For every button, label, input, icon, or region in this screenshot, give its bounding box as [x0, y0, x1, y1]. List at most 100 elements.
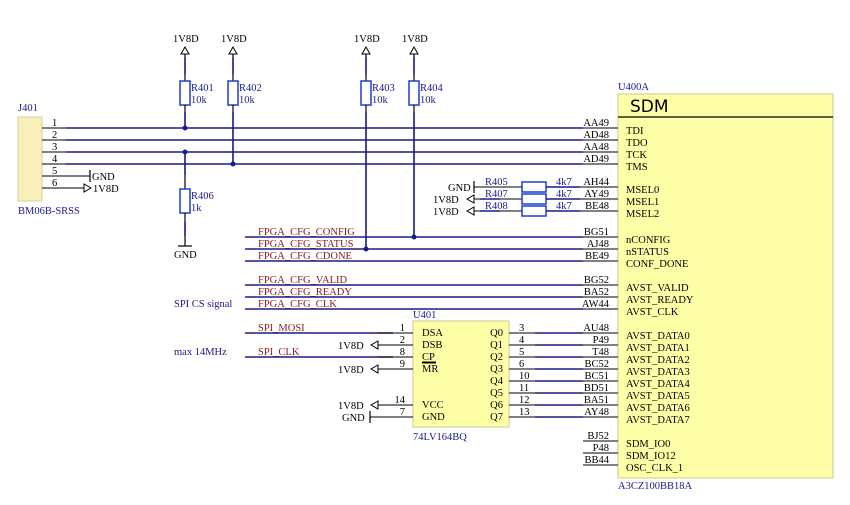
net-label-1v8d: 1V8D: [93, 184, 119, 195]
net-label: SPI_MOSI: [258, 323, 305, 334]
resistor-ref: R407: [485, 189, 508, 200]
pin-number: 4: [519, 335, 525, 346]
pin-name: MSEL2: [626, 209, 659, 220]
pin-ball: AY49: [584, 189, 609, 200]
pin-name: MSEL1: [626, 197, 659, 208]
pin-number: 2: [52, 130, 57, 141]
resistor-r406[interactable]: R406 1k GND: [174, 149, 214, 262]
pin-ball: AW44: [582, 299, 610, 310]
net-label-gnd: GND: [342, 413, 365, 424]
pin-name: CP: [422, 352, 435, 363]
pin-number: 10: [519, 371, 530, 382]
pin-number: 13: [519, 407, 530, 418]
jtag-wires: [66, 127, 583, 165]
power-1v8d: 1V8D: [338, 340, 379, 352]
pin-name: Q5: [490, 388, 503, 399]
net-label: FPGA_CFG_CDONE: [258, 251, 352, 262]
power-arrow-icon: [465, 206, 475, 216]
pin-ball: T48: [592, 347, 609, 358]
net-label: FPGA_CFG_CONFIG: [258, 227, 355, 238]
net-label: FPGA_CFG_READY: [258, 287, 352, 298]
u401-pin-q3[interactable]: 6Q3: [490, 359, 583, 375]
pin-number: 8: [400, 347, 405, 358]
pin-name: AVST_READY: [626, 295, 694, 306]
junction-dot: [182, 149, 188, 155]
connector-j401[interactable]: J401 BM06B-SRSS 1 2 3 4 5 6 GND 1V8D: [17, 103, 119, 217]
resistor-value: 10k: [372, 95, 389, 106]
pin-name: SDM_IO12: [626, 451, 676, 462]
pin-name: DSA: [422, 328, 443, 339]
power-arrow-icon: [369, 340, 379, 350]
resistor-ref: R405: [485, 177, 508, 188]
resistor-ref: R401: [191, 83, 214, 94]
pin-number: 3: [519, 323, 524, 334]
pin-name: Q0: [490, 328, 503, 339]
u401-pin-cp[interactable]: 8 CP: [378, 347, 436, 363]
pin-name: TMS: [626, 162, 648, 173]
annotation-spi-cs: SPI CS signal: [174, 299, 232, 310]
resistor-ref: R408: [485, 201, 508, 212]
pin-name: AVST_DATA2: [626, 355, 690, 366]
net-label-gnd: GND: [174, 250, 197, 261]
power-gnd: GND: [342, 411, 378, 424]
u401-pin-q1[interactable]: 4Q1: [490, 335, 583, 351]
resistor-body: [179, 80, 191, 106]
pin-name: Q3: [490, 364, 503, 375]
power-1v8d: 1V8D: [338, 400, 379, 412]
pin-ball: BA51: [584, 395, 609, 406]
pin-number: 4: [52, 154, 58, 165]
fpga-u400a[interactable]: U400A SDM A3CZ100BB18A AA49TDIAD48TDOAA4…: [582, 82, 834, 492]
u401-pin-q2[interactable]: 5Q2: [490, 347, 583, 363]
pin-name: TDI: [626, 126, 644, 137]
u401-pin-q0[interactable]: 3 Q0: [490, 323, 583, 339]
pin-name: GND: [422, 412, 445, 423]
connector-body: [17, 116, 43, 202]
pin-name: DSB: [422, 340, 442, 351]
net-label: FPGA_CFG_CLK: [258, 299, 337, 310]
pin-name: MR: [422, 364, 438, 375]
pin-number: 1: [52, 118, 57, 129]
pin-name: AVST_CLK: [626, 307, 679, 318]
